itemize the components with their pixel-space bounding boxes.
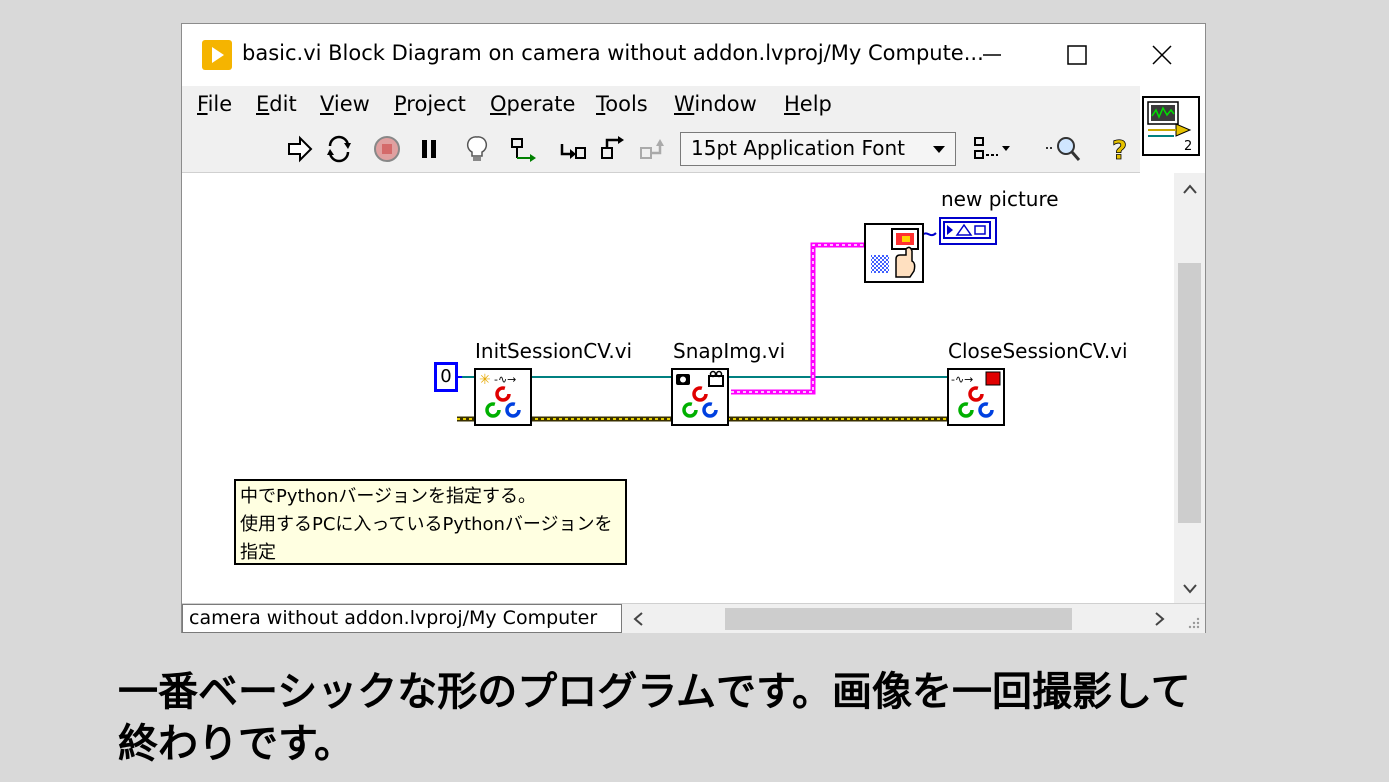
caption-line-2: 終わりです。: [118, 721, 354, 767]
menu-tools[interactable]: Tools: [596, 92, 648, 116]
menu-help[interactable]: Help: [784, 92, 832, 116]
menu-view-label: iew: [333, 92, 370, 116]
menu-file-mnemonic: F: [197, 92, 208, 116]
svg-text:-∿→: -∿→: [494, 373, 516, 386]
caption-line-1: 一番ベーシックな形のプログラムです。画像を一回撮影して: [118, 669, 1191, 715]
svg-text:-∿→: -∿→: [951, 373, 973, 386]
highlight-execution-icon[interactable]: [462, 134, 492, 164]
menu-tools-mnemonic: T: [596, 92, 606, 116]
horizontal-scroll-thumb[interactable]: [725, 608, 1072, 630]
pause-icon[interactable]: [414, 134, 444, 164]
image-wire[interactable]: [731, 242, 873, 395]
menu-edit-label: dit: [269, 92, 297, 116]
menu-view[interactable]: View: [320, 92, 370, 116]
chevron-down-icon[interactable]: [1182, 583, 1198, 595]
menu-edit-mnemonic: E: [256, 92, 270, 116]
minimize-icon: [983, 54, 1001, 56]
close-node-label: CloseSessionCV.vi: [948, 339, 1128, 363]
retain-wire-values-icon[interactable]: [508, 134, 538, 164]
menu-operate[interactable]: Operate: [490, 92, 575, 116]
snap-img-node[interactable]: [671, 368, 729, 426]
menu-project-label: roject: [406, 92, 466, 116]
menu-edit[interactable]: Edit: [256, 92, 297, 116]
title-bar: basic.vi Block Diagram on camera without…: [182, 24, 1205, 86]
align-objects-icon[interactable]: [972, 134, 1016, 164]
menu-tools-label: ools: [605, 92, 648, 116]
run-continuously-icon[interactable]: [324, 134, 354, 164]
vertical-scroll-thumb[interactable]: [1178, 263, 1201, 523]
picture-draw-icon: [871, 228, 919, 278]
draw-picture-node[interactable]: [864, 223, 924, 283]
step-into-icon[interactable]: [558, 134, 588, 164]
status-project-path: camera without addon.lvproj/My Computer: [182, 604, 622, 633]
block-diagram-canvas[interactable]: InitSessionCV.vi SnapImg.vi CloseSession…: [182, 173, 1174, 603]
step-over-icon[interactable]: [598, 134, 628, 164]
search-icon[interactable]: [1044, 134, 1084, 164]
vi-icon: 2: [1147, 101, 1192, 154]
opencv-close-icon: -∿→: [951, 371, 1001, 418]
close-session-node[interactable]: -∿→: [947, 368, 1005, 426]
opencv-snap-icon: [676, 370, 724, 418]
vi-icon-connector-pane[interactable]: 2: [1142, 96, 1200, 156]
minimize-button[interactable]: [962, 32, 1022, 78]
svg-text:2: 2: [1184, 139, 1192, 154]
init-node-label: InitSessionCV.vi: [475, 339, 633, 363]
comment-line-3: 指定: [240, 542, 276, 563]
run-arrow-icon[interactable]: [284, 134, 314, 164]
help-icon[interactable]: ?: [1106, 134, 1136, 164]
menu-project-mnemonic: P: [394, 92, 407, 116]
window-title: basic.vi Block Diagram on camera without…: [242, 41, 984, 65]
status-bar: camera without addon.lvproj/My Computer: [182, 603, 1205, 633]
picture-wire: [921, 232, 937, 237]
abort-icon[interactable]: [372, 134, 402, 164]
numeric-constant[interactable]: 0: [434, 362, 458, 392]
svg-text:?: ?: [1112, 136, 1127, 164]
maximize-icon: [1067, 45, 1087, 65]
resize-grip-icon[interactable]: [1185, 614, 1201, 630]
image-wire-inner: [731, 244, 871, 393]
menu-view-mnemonic: V: [320, 92, 334, 116]
chevron-right-icon[interactable]: [1154, 612, 1166, 626]
step-out-icon[interactable]: [638, 134, 668, 164]
comment-line-2: 使用するPCに入っているPythonバージョンを: [240, 514, 613, 535]
vertical-scrollbar[interactable]: [1174, 173, 1205, 603]
opencv-init-icon: ✳ -∿→: [479, 372, 521, 418]
close-button[interactable]: [1132, 32, 1192, 78]
menu-window[interactable]: Window: [674, 92, 757, 116]
slide-caption: 一番ベーシックな形のプログラムです。画像を一回撮影して 終わりです。: [118, 666, 1308, 770]
menu-project[interactable]: Project: [394, 92, 466, 116]
menu-file[interactable]: File: [197, 92, 232, 116]
menu-window-label: indow: [694, 92, 757, 116]
menu-help-label: elp: [799, 92, 832, 116]
init-session-node[interactable]: ✳ -∿→: [474, 368, 532, 426]
font-select-value: 15pt Application Font: [691, 136, 905, 160]
labview-app-icon: [202, 40, 232, 70]
menu-operate-label: perate: [506, 92, 576, 116]
menu-help-mnemonic: H: [784, 92, 800, 116]
new-picture-indicator[interactable]: [939, 217, 997, 245]
comment-box[interactable]: 中でPythonバージョンを指定する。 使用するPCに入っているPythonバー…: [234, 479, 627, 565]
close-icon: [1152, 45, 1172, 65]
menu-window-mnemonic: W: [674, 92, 695, 116]
picture-indicator-label: new picture: [941, 187, 1059, 211]
menu-operate-mnemonic: O: [490, 92, 507, 116]
snap-node-label: SnapImg.vi: [673, 339, 786, 363]
comment-line-1: 中でPythonバージョンを指定する。: [240, 486, 537, 507]
menu-bar: File Edit View Project Operate Tools Win…: [182, 86, 1140, 126]
chevron-down-icon: [933, 146, 945, 153]
font-select[interactable]: 15pt Application Font: [680, 132, 956, 166]
toolbar: 15pt Application Font ?: [182, 126, 1140, 173]
menu-file-label: ile: [207, 92, 233, 116]
maximize-button[interactable]: [1047, 32, 1107, 78]
chevron-up-icon[interactable]: [1182, 183, 1198, 195]
picture-indicator-icon: [943, 221, 991, 239]
chevron-left-icon[interactable]: [632, 612, 644, 626]
svg-text:✳: ✳: [479, 372, 491, 388]
labview-window: basic.vi Block Diagram on camera without…: [181, 23, 1206, 633]
